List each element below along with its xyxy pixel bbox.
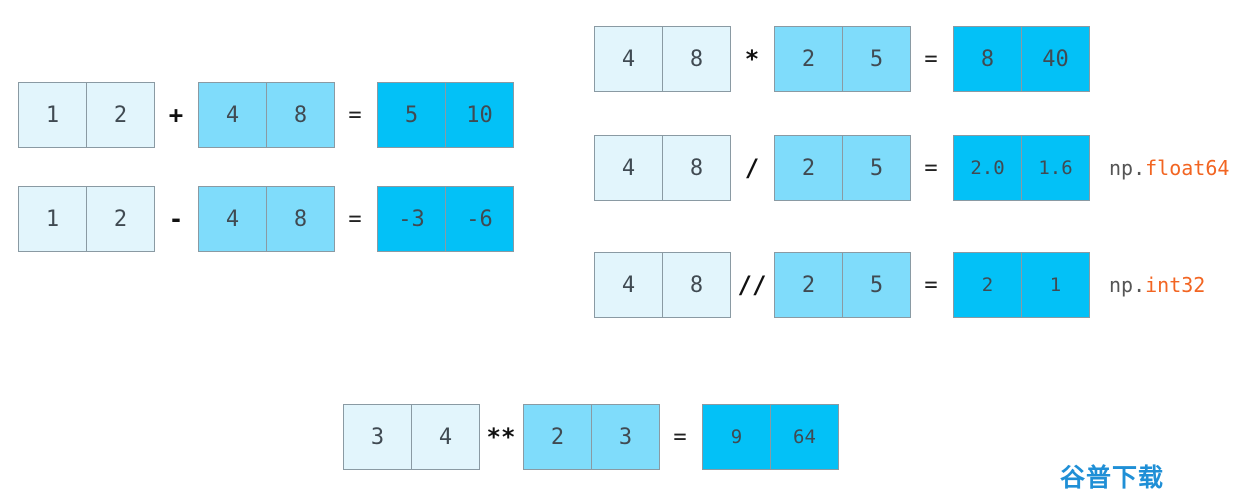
- dtype-prefix: np.: [1109, 156, 1146, 180]
- result-array: 2.0 1.6: [953, 135, 1090, 201]
- equals-sign: =: [348, 206, 362, 232]
- array-cell: 2: [523, 404, 592, 470]
- equation-pow: 3 4 ** 2 3 = 9 64: [343, 404, 843, 470]
- array-cell: 2: [87, 82, 155, 148]
- array-cell: 1: [18, 186, 87, 252]
- equals-sign: =: [348, 102, 362, 128]
- operand-b-array: 2 5: [774, 26, 911, 92]
- array-cell: 4: [594, 135, 663, 201]
- result-array: 9 64: [702, 404, 839, 470]
- dtype-label: np.float64: [1109, 135, 1229, 201]
- operand-a-array: 4 8: [594, 252, 731, 318]
- array-cell: 3: [592, 404, 660, 470]
- array-cell: 2.0: [953, 135, 1022, 201]
- operator: //: [737, 271, 767, 299]
- result-array: 2 1: [953, 252, 1090, 318]
- array-cell: 1: [1022, 252, 1090, 318]
- operand-b-array: 2 5: [774, 135, 911, 201]
- array-cell: 3: [343, 404, 412, 470]
- array-cell: 40: [1022, 26, 1090, 92]
- array-cell: 8: [267, 186, 335, 252]
- watermark-logo: 谷普下载: [1060, 463, 1165, 492]
- array-cell: 4: [412, 404, 480, 470]
- array-cell: 8: [663, 135, 731, 201]
- array-cell: -6: [446, 186, 514, 252]
- operator: *: [744, 45, 760, 73]
- dtype-name: int32: [1145, 273, 1206, 297]
- array-cell: 4: [594, 26, 663, 92]
- array-cell: 5: [377, 82, 446, 148]
- operand-a-array: 3 4: [343, 404, 480, 470]
- array-cell: 8: [663, 26, 731, 92]
- operand-b-array: 2 5: [774, 252, 911, 318]
- dtype-name: float64: [1145, 156, 1230, 180]
- dtype-label: np.int32: [1109, 252, 1205, 318]
- result-array: -3 -6: [377, 186, 514, 252]
- operand-a-array: 1 2: [18, 186, 155, 252]
- operator: -: [168, 205, 184, 233]
- array-cell: 64: [771, 404, 839, 470]
- result-array: 8 40: [953, 26, 1090, 92]
- array-cell: 4: [198, 82, 267, 148]
- array-cell: -3: [377, 186, 446, 252]
- array-cell: 2: [774, 135, 843, 201]
- equation-floordiv: 4 8 // 2 5 = 2 1 np.int32: [594, 252, 1234, 318]
- array-cell: 9: [702, 404, 771, 470]
- equals-sign: =: [924, 155, 938, 181]
- result-array: 5 10: [377, 82, 514, 148]
- operand-b-array: 4 8: [198, 186, 335, 252]
- operand-a-array: 4 8: [594, 135, 731, 201]
- dtype-prefix: np.: [1109, 273, 1146, 297]
- equals-sign: =: [924, 46, 938, 72]
- array-cell: 2: [774, 26, 843, 92]
- operand-a-array: 1 2: [18, 82, 155, 148]
- operand-b-array: 2 3: [523, 404, 660, 470]
- equation-div: 4 8 / 2 5 = 2.0 1.6 np.float64: [594, 135, 1239, 201]
- array-cell: 4: [198, 186, 267, 252]
- array-cell: 2: [953, 252, 1022, 318]
- equals-sign: =: [673, 424, 687, 450]
- array-cell: 5: [843, 252, 911, 318]
- operand-a-array: 4 8: [594, 26, 731, 92]
- operator: +: [168, 101, 184, 129]
- array-cell: 2: [774, 252, 843, 318]
- operator: **: [486, 423, 516, 451]
- equation-sub: 1 2 - 4 8 = -3 -6: [18, 186, 518, 252]
- array-cell: 4: [594, 252, 663, 318]
- array-cell: 5: [843, 26, 911, 92]
- array-cell: 8: [953, 26, 1022, 92]
- array-cell: 8: [267, 82, 335, 148]
- array-cell: 1: [18, 82, 87, 148]
- array-cell: 5: [843, 135, 911, 201]
- array-cell: 2: [87, 186, 155, 252]
- array-cell: 1.6: [1022, 135, 1090, 201]
- operand-b-array: 4 8: [198, 82, 335, 148]
- operator: /: [744, 154, 760, 182]
- array-cell: 8: [663, 252, 731, 318]
- equation-mul: 4 8 * 2 5 = 8 40: [594, 26, 1234, 92]
- array-cell: 10: [446, 82, 514, 148]
- equation-add: 1 2 + 4 8 = 5 10: [18, 82, 518, 148]
- equals-sign: =: [924, 272, 938, 298]
